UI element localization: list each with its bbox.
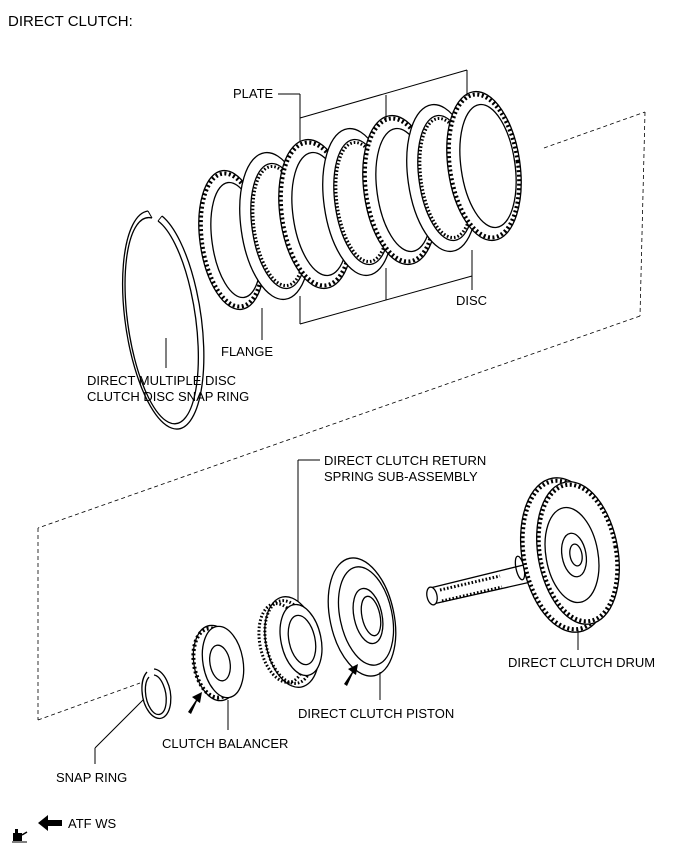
apply-fluid-arrow-icon: [188, 692, 202, 714]
snap-ring-label: SNAP RING: [56, 770, 127, 785]
disc-label: DISC: [456, 293, 487, 308]
legend-apply-text: ATF WS: [68, 816, 116, 831]
clutch-balancer: [191, 624, 245, 702]
return-spring-label-line1: DIRECT CLUTCH RETURN: [324, 453, 486, 468]
plate-label: PLATE: [233, 86, 274, 101]
plate-leader: [278, 69, 468, 142]
apply-fluid-arrow-icon: [38, 815, 62, 831]
clutch-balancer-label: CLUTCH BALANCER: [162, 736, 288, 751]
page-title: DIRECT CLUTCH:: [8, 13, 133, 30]
apply-fluid-arrow-icon: [344, 664, 358, 686]
return-spring-label-line2: SPRING SUB-ASSEMBLY: [324, 469, 478, 484]
direct-clutch-drum-label: DIRECT CLUTCH DRUM: [508, 655, 655, 670]
legend: ATF WS: [12, 815, 116, 843]
oil-can-icon: [12, 829, 28, 843]
snap-ring-leader: [94, 699, 144, 749]
direct-clutch-piston-label: DIRECT CLUTCH PISTON: [298, 706, 454, 721]
return-spring-leader: [297, 459, 320, 606]
direct-clutch-piston: [327, 557, 397, 677]
direct-clutch-return-spring-sub-assembly: [257, 596, 323, 688]
assembly-dashed-frame: [37, 111, 646, 721]
snap-ring-large-label-line1: DIRECT MULTIPLE DISC: [87, 373, 236, 388]
snap-ring: [141, 668, 172, 720]
direct-clutch-drum: [426, 477, 620, 633]
snap-ring-large-label-line2: CLUTCH DISC SNAP RING: [87, 389, 249, 404]
direct-multiple-disc-clutch-disc-snap-ring: [121, 210, 205, 430]
disc-leader: [299, 250, 473, 325]
plate-3: [446, 90, 522, 242]
flange-label: FLANGE: [221, 344, 273, 359]
